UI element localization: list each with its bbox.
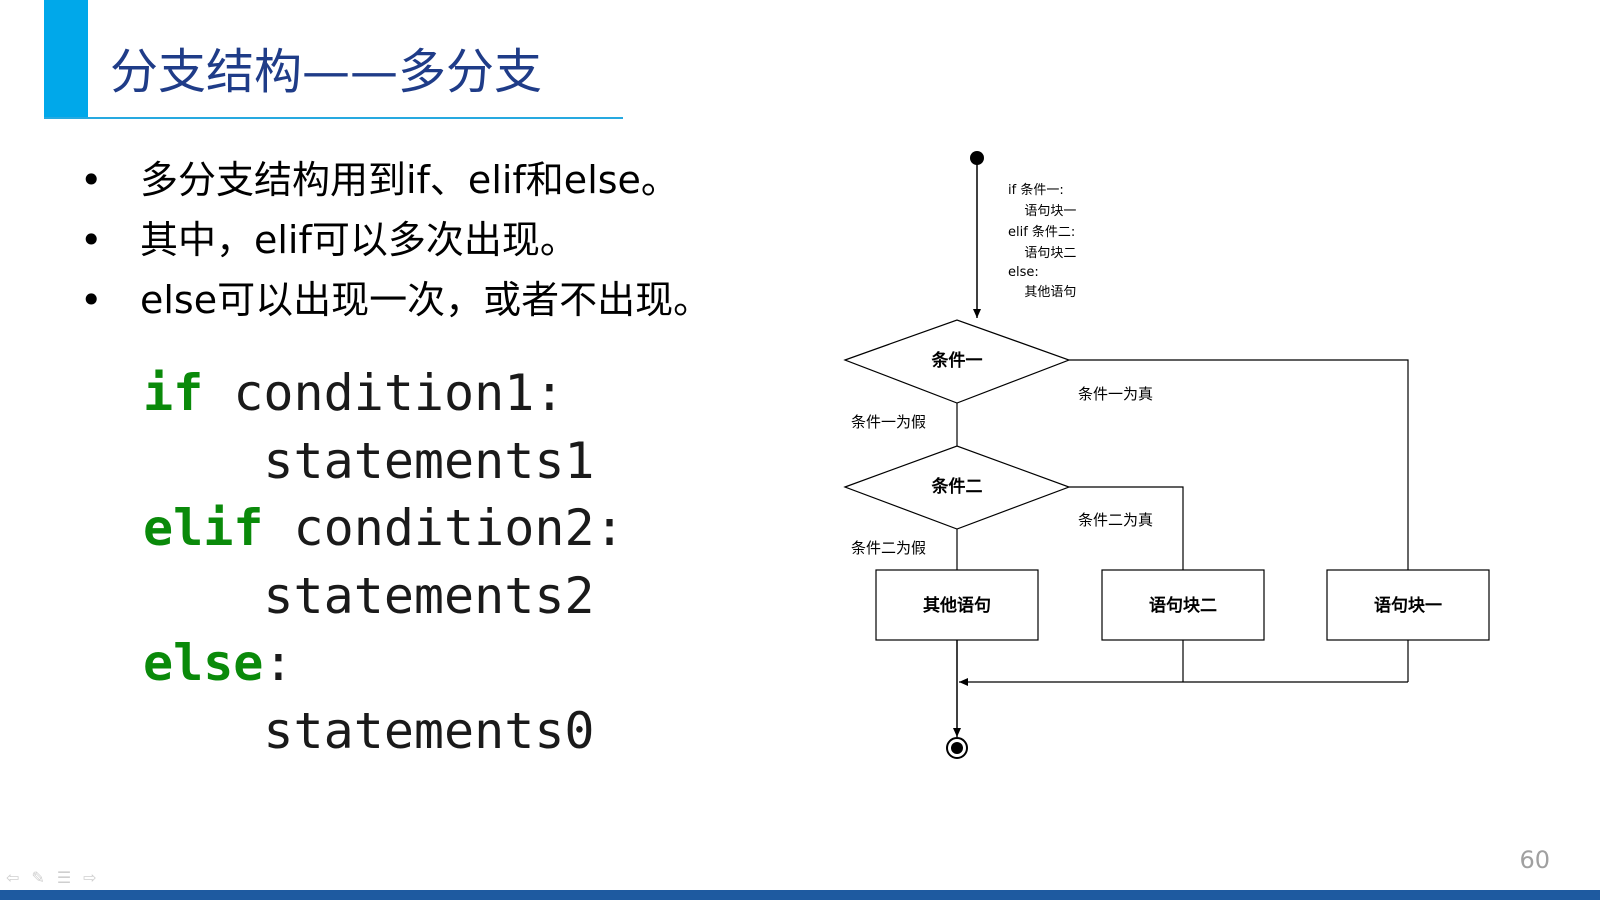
edge-label-true-1: 条件一为真 [1078,385,1153,403]
edge-label-true-2: 条件二为真 [1078,511,1153,529]
bullet-item: • 多分支结构用到if、elif和else。 [80,150,711,210]
note-line: elif 条件二: [1008,224,1075,240]
bullet-item: • 其中，elif可以多次出现。 [80,210,711,270]
process-label-block1: 语句块一 [1374,595,1442,616]
decision-label-2: 条件二 [931,476,983,497]
code-text: condition2: [263,499,625,557]
edge-label-false-2: 条件二为假 [851,539,926,557]
code-note: if 条件一: 语句块一 elif 条件二: 语句块二 else: 其他语句 [1008,182,1076,300]
arrow-right-icon[interactable]: ⇨ [83,868,97,887]
flow-line [1069,486,1184,570]
process-label-other: 其他语句 [923,595,991,616]
slideshow-nav: ⇦ ✎ ☰ ⇨ [6,868,97,887]
code-text: statements2 [143,566,595,625]
note-line: 语句块二 [1012,246,1076,261]
title-underline [44,117,623,119]
flowchart-diagram: if 条件一: 语句块一 elif 条件二: 语句块二 else: 其他语句 条… [843,151,1490,759]
process-box-block1 [1326,569,1490,641]
bullet-list: • 多分支结构用到if、elif和else。 • 其中，elif可以多次出现。 • e… [80,150,711,330]
process-box-block2 [1101,569,1265,641]
keyword-if: if [143,364,204,422]
process-label-block2: 语句块二 [1149,595,1217,616]
title-accent-bar [44,0,88,118]
code-text: statements1 [143,431,595,490]
bullet-text: 其中，elif可以多次出现。 [140,218,578,262]
process-box-other [875,569,1039,641]
note-line: 语句块一 [1012,204,1076,219]
keyword-elif: elif [143,499,264,557]
code-text: condition1: [203,364,565,422]
page-number: 60 [1519,846,1550,874]
end-node-dot [951,742,963,754]
note-line: if 条件一: [1008,182,1064,198]
decision-label-1: 条件一 [931,350,983,371]
flow-line [1069,359,1409,570]
bottom-bar [0,890,1600,900]
pen-icon[interactable]: ✎ [31,868,45,887]
code-text: statements0 [143,701,595,760]
bullet-dot: • [80,278,103,322]
bullet-text: 多分支结构用到if、elif和else。 [140,158,679,202]
page-title: 分支结构——多分支 [110,44,543,100]
edge-label-false-1: 条件一为假 [851,413,926,431]
note-line: else: [1008,265,1039,280]
arrow-left-icon[interactable]: ⇦ [6,868,20,887]
bullet-item: • else可以出现一次，或者不出现。 [80,270,711,330]
bullet-text: else可以出现一次，或者不出现。 [140,278,712,322]
keyword-else: else [143,634,264,692]
code-text: : [263,634,294,692]
note-line: 其他语句 [1012,285,1076,300]
code-block: if condition1: statements1 elif conditio… [143,360,625,765]
bullet-dot: • [80,218,103,262]
bullet-dot: • [80,158,103,202]
menu-icon[interactable]: ☰ [56,868,72,887]
